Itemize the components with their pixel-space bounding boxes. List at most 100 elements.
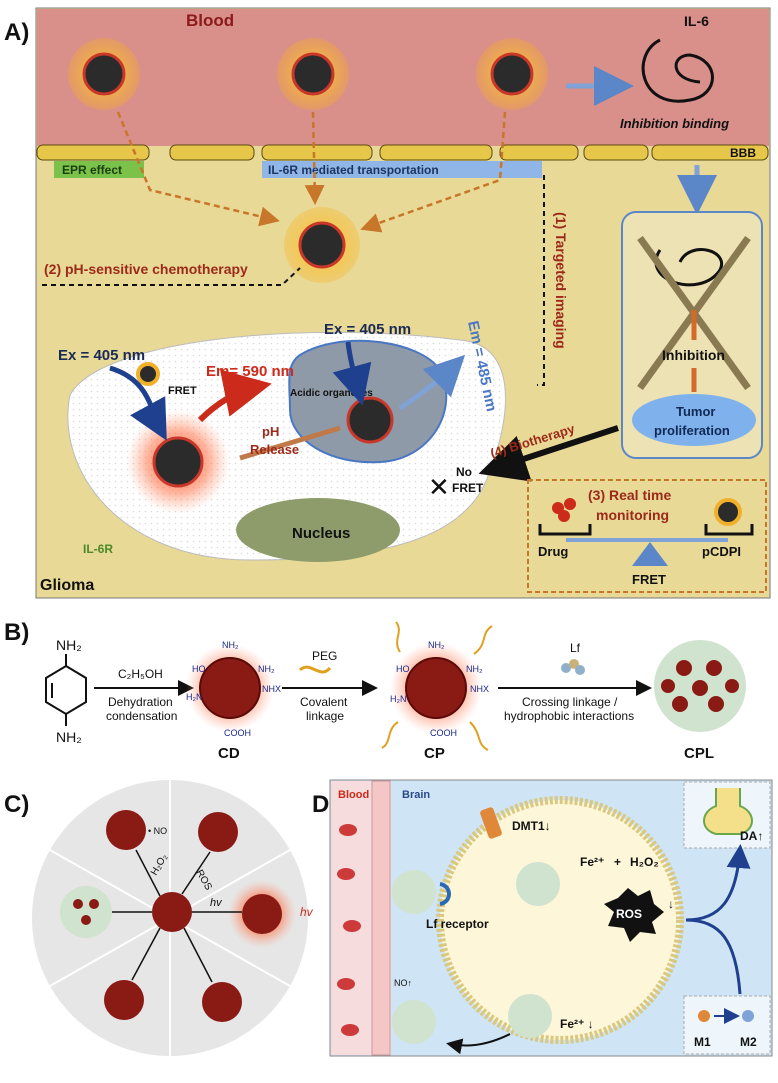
em-590-arrow: [197, 369, 272, 423]
drug-tray: [538, 524, 592, 536]
cd-nh2-right: NH₂: [258, 664, 275, 674]
np-organelle: [346, 396, 394, 444]
il6r-label: IL-6R: [83, 542, 113, 556]
bottom-left-particle: [104, 980, 144, 1020]
fret-label: FRET: [168, 385, 197, 397]
no-fret-x-icon: ✕: [428, 472, 450, 502]
fret-bottom-label: FRET: [632, 572, 666, 587]
il6-protein-icon: [641, 38, 714, 103]
epr-effect-label: EPR effect: [62, 163, 122, 177]
inhibition-label: Inhibition: [662, 347, 725, 363]
rbc-2: [337, 868, 355, 880]
photothermal-particle: [242, 894, 282, 934]
c-link-5: [131, 927, 161, 981]
no-label: • NO: [148, 826, 167, 836]
panel-b: B) NH₂ NH₂ C₂H₅OH Dehydration condensati…: [4, 619, 746, 762]
il6r-transport-box: [262, 161, 542, 178]
step1-line1: Dehydration: [108, 695, 173, 709]
lf-receptor-icon: [439, 882, 451, 906]
panel-c: C) H₂O₂ ROS hv hv • NO: [4, 780, 314, 1056]
c-link-6: [183, 927, 213, 983]
lf-protein-icon: [561, 659, 585, 675]
pcdpi-np: [714, 498, 742, 526]
da-label: DA↑: [740, 829, 763, 843]
m1-label: M1: [694, 1035, 711, 1049]
drug-dot-2: [564, 498, 576, 510]
cp-label: CP: [424, 745, 445, 762]
rbc-5: [341, 1024, 359, 1036]
reagent2: PEG: [312, 649, 337, 663]
panel-c-label: C): [4, 791, 29, 818]
inhibition-binding-label: Inhibition binding: [620, 116, 729, 131]
drug-label: Drug: [538, 544, 568, 559]
em-590-label: Em= 590 nm: [206, 363, 294, 380]
cpl-exit: [392, 1000, 436, 1044]
fret-triangle: [632, 542, 668, 566]
m1-microglia-icon: [698, 1010, 710, 1022]
epr-dashed-arrow: [116, 111, 280, 227]
drug-dot-3: [558, 510, 570, 522]
m2-arrow: [685, 918, 742, 995]
dmt1-label: DMT1↓: [512, 819, 551, 833]
panel-a: A) Blood IL-6 Inhibition binding: [4, 7, 771, 599]
cp-nhx: NHX: [470, 684, 489, 694]
cpl-bottom: [508, 994, 552, 1038]
cd-h2n: H₂N: [186, 692, 203, 702]
step2-line2: linkage: [306, 709, 344, 723]
cpl-label: CPL: [684, 745, 714, 762]
pcdpi-label: pCDPI: [702, 544, 741, 559]
no-release-particle: [106, 810, 146, 850]
no-fret-label: FRET: [452, 481, 484, 495]
cp-ho: HO: [396, 664, 410, 674]
ex-mid-label: Ex = 405 nm: [324, 321, 411, 338]
il6r-transport-label: IL-6R mediated transportation: [268, 163, 439, 177]
il6-label: IL-6: [684, 13, 709, 29]
ros-particle: [198, 812, 238, 852]
np-glowing: [126, 410, 230, 514]
cpl-in-cell: [516, 862, 560, 906]
blood-region: [37, 9, 769, 146]
monitoring-box: [527, 479, 767, 593]
cpl-dot-1: [73, 899, 83, 909]
fe2-down-label: Fe²⁺ ↓: [560, 1017, 594, 1031]
pcdpi-tray: [704, 524, 754, 536]
hv-label-2: hv: [300, 905, 314, 919]
np-blood-1: [68, 38, 140, 110]
tumor-label: Tumor: [676, 404, 715, 419]
cd-nhx: NHX: [262, 684, 281, 694]
cpl-particle: [654, 640, 746, 732]
nh2-bottom: NH₂: [56, 729, 82, 745]
panel-a-label: A): [4, 19, 29, 46]
peg-chain-icon: [298, 665, 332, 674]
cpl-outside: [392, 870, 436, 914]
real-time-label: (3) Real time: [588, 487, 671, 503]
cd-cooh: COOH: [224, 728, 251, 738]
cp-nh2-right: NH₂: [466, 664, 483, 674]
np-blood-2: [277, 38, 349, 110]
nh2-top: NH₂: [56, 637, 82, 653]
nucleus-label: Nucleus: [292, 525, 350, 542]
panel-b-label: B): [4, 619, 29, 646]
no-label: NO↑: [394, 978, 412, 988]
brain-cell: [436, 796, 684, 1044]
reagent3: Lf: [570, 641, 581, 655]
exit-arrow: [446, 1033, 511, 1055]
no-label: No: [456, 465, 472, 479]
epr-effect-box: [54, 161, 144, 178]
tumor-cloud: [632, 394, 756, 446]
proliferation-label: proliferation: [654, 423, 730, 438]
fe2-label: Fe²⁺: [580, 855, 604, 869]
cp-nh2-top: NH₂: [428, 640, 445, 650]
step1-line2: condensation: [106, 709, 177, 723]
cpl-satellite: [60, 886, 112, 938]
step3-line2: hydrophobic interactions: [504, 709, 634, 723]
ex-left-label: Ex = 405 nm: [58, 347, 145, 364]
acidic-organelles-label: Acidic organelles: [290, 388, 373, 399]
biotherapy-arrow: [478, 425, 619, 482]
monitoring-label: monitoring: [596, 507, 669, 523]
bbb-label: BBB: [730, 146, 756, 160]
transport-dashed-arrow: [304, 111, 325, 205]
center-cp-particle: [152, 892, 192, 932]
m2-microglia-icon: [742, 1010, 754, 1022]
cp-particle: [381, 621, 493, 751]
